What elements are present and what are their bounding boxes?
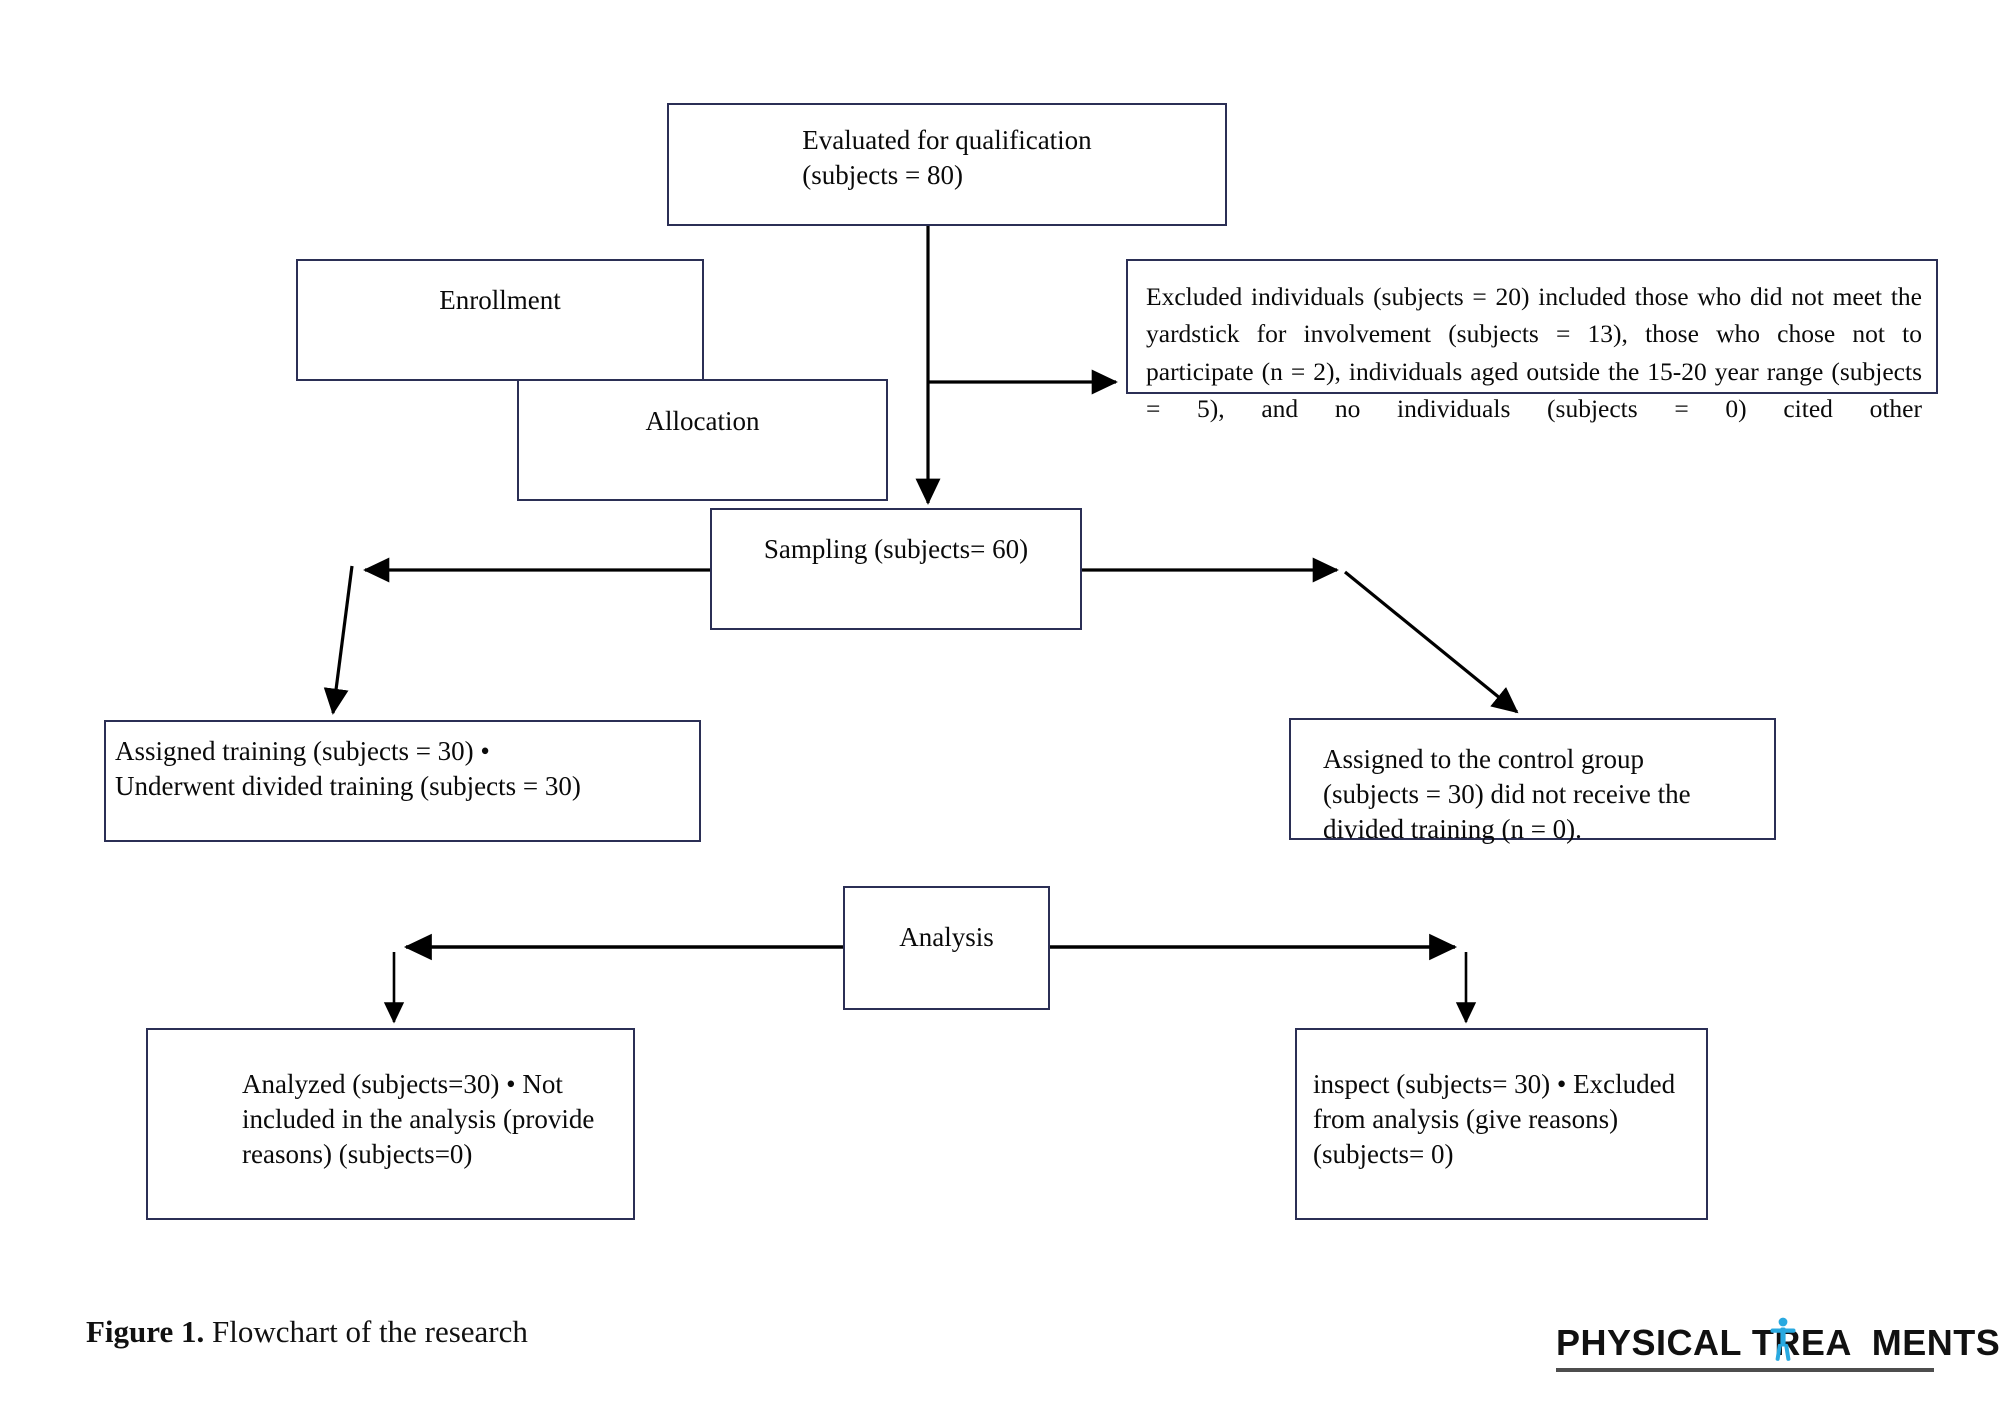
node-allocation: Allocation	[517, 379, 888, 501]
edge-sampling-to-training	[323, 557, 710, 715]
human-figure-icon	[1770, 1317, 1796, 1361]
figure-caption: Figure 1. Flowchart of the research	[86, 1314, 528, 1350]
edge-analysis-to-inspect	[1050, 933, 1477, 1024]
node-analyzed: Analyzed (subjects=30) • Not included in…	[146, 1028, 635, 1220]
node-evaluated-label: Evaluated for qualification (subjects = …	[802, 125, 1092, 191]
journal-logo-text-part2: MENTS	[1871, 1322, 2000, 1363]
edge-sampling-to-control	[1082, 557, 1519, 714]
node-assigned-training: Assigned training (subjects = 30) • Unde…	[104, 720, 701, 842]
node-control-group: Assigned to the control group (subjects …	[1289, 718, 1776, 844]
node-analysis-label: Analysis	[899, 922, 994, 952]
node-enrollment-label: Enrollment	[439, 285, 561, 315]
node-sampling: Sampling (subjects= 60)	[710, 508, 1082, 630]
node-allocation-label: Allocation	[645, 406, 760, 436]
node-training-label: Assigned training (subjects = 30) • Unde…	[115, 736, 581, 802]
node-sampling-label: Sampling (subjects= 60)	[763, 534, 1029, 564]
node-excluded-individuals: Excluded individuals (subjects = 20) inc…	[1126, 259, 1938, 423]
node-analyzed-label: Analyzed (subjects=30) • Not included in…	[242, 1069, 595, 1170]
node-inspect-label: inspect (subjects= 30) • Excluded from a…	[1313, 1069, 1676, 1170]
journal-logo-text-part1: PHYSICAL TREA	[1556, 1322, 1850, 1363]
edge-analysis-to-analyzed	[383, 933, 843, 1024]
node-excluded-label: Excluded individuals (subjects = 20) inc…	[1146, 282, 1922, 424]
journal-logo-text: PHYSICAL TREATMENTS	[1556, 1322, 2000, 1364]
node-control-label: Assigned to the control group (subjects …	[1323, 744, 1691, 845]
node-analysis: Analysis	[843, 886, 1050, 1010]
journal-logo: PHYSICAL TREATMENTS	[1556, 1317, 2000, 1378]
node-evaluated-for-qualification: Evaluated for qualification (subjects = …	[667, 103, 1227, 226]
node-enrollment: Enrollment	[296, 259, 704, 381]
figure-caption-text: Flowchart of the research	[204, 1314, 528, 1349]
figure-number: Figure 1.	[86, 1314, 205, 1349]
journal-logo-underline	[1556, 1368, 1934, 1372]
node-inspect: inspect (subjects= 30) • Excluded from a…	[1295, 1028, 1708, 1220]
